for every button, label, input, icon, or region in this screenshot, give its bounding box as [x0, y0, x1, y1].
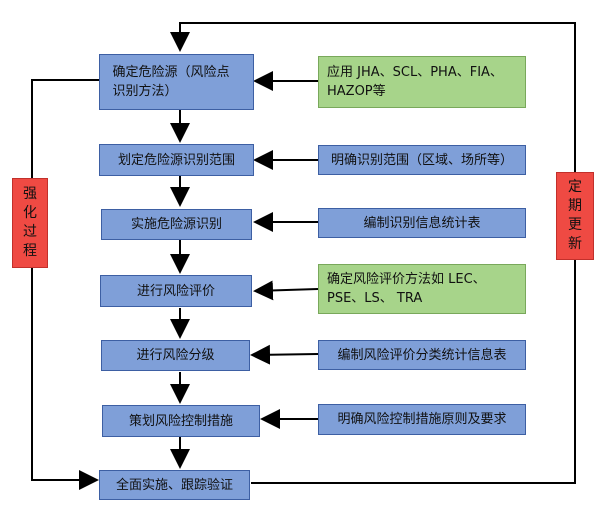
note-box-1: 应用 JHA、SCL、PHA、FIA、HAZOP等 — [318, 56, 526, 108]
step-label-4: 进行风险评价 — [136, 283, 215, 299]
left-label-char-1: 强 — [23, 186, 37, 202]
note-box-2: 明确识别范围（区域、场所等） — [318, 145, 526, 175]
step-label-1: 确定危险源（风险点识别方法） — [112, 65, 230, 99]
left-loop-line — [31, 79, 99, 490]
note-label-2: 明确识别范围（区域、场所等） — [330, 152, 513, 168]
step-label-5: 进行风险分级 — [136, 348, 215, 363]
left-label-char-2: 化 — [23, 205, 37, 221]
step-box-4: 进行风险评价 — [100, 275, 252, 307]
periodic-update-label: 定 期 更 新 — [556, 172, 594, 260]
note-label-4: 确定风险评价方法如 LEC、PSE、LS、 TRA — [327, 272, 486, 306]
note-label-5: 编制风险评价分类统计信息表 — [337, 347, 507, 363]
step-label-3: 实施危险源识别 — [130, 217, 222, 232]
note-label-6: 明确风险控制措施原则及要求 — [337, 412, 507, 427]
step-label-6: 策划风险控制措施 — [128, 413, 233, 429]
strengthen-process-label: 强 化 过 程 — [12, 178, 48, 268]
left-label-char-3: 过 — [23, 224, 37, 240]
right-label-char-2: 期 — [568, 198, 582, 214]
note-box-3: 编制识别信息统计表 — [318, 208, 526, 238]
step-box-1: 确定危险源（风险点识别方法） — [99, 54, 254, 110]
step-box-3: 实施危险源识别 — [101, 209, 252, 240]
note-box-4: 确定风险评价方法如 LEC、PSE、LS、 TRA — [318, 264, 526, 314]
right-label-char-3: 更 — [568, 217, 582, 233]
note-box-6: 明确风险控制措施原则及要求 — [318, 404, 526, 435]
note-label-3: 编制识别信息统计表 — [363, 215, 481, 231]
note-label-1: 应用 JHA、SCL、PHA、FIA、HAZOP等 — [327, 65, 503, 99]
left-label-char-4: 程 — [23, 243, 37, 259]
step-label-2: 划定危险源识别范围 — [117, 152, 235, 168]
note-arrow-4 — [253, 280, 319, 301]
step-label-7: 全面实施、跟踪验证 — [115, 477, 233, 493]
note-arrow-5 — [250, 344, 319, 365]
right-label-char-4: 新 — [568, 236, 582, 252]
right-label-char-1: 定 — [568, 179, 582, 195]
note-box-5: 编制风险评价分类统计信息表 — [318, 340, 526, 370]
step-box-6: 策划风险控制措施 — [102, 405, 260, 437]
step-box-2: 划定危险源识别范围 — [99, 144, 254, 176]
step-box-5: 进行风险分级 — [101, 340, 250, 371]
step-box-7: 全面实施、跟踪验证 — [99, 470, 250, 500]
right-loop-line — [170, 22, 576, 484]
